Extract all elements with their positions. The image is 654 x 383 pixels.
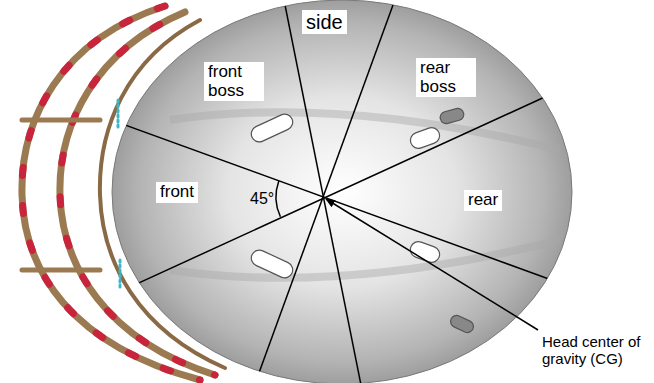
region-label: front boss: [204, 62, 264, 101]
region-label: rear boss: [416, 58, 476, 97]
region-label: rear: [464, 190, 502, 211]
region-label: front: [156, 182, 198, 203]
callout-label: Head center of gravity (CG): [542, 334, 646, 367]
angle-label: 45°: [250, 190, 274, 208]
region-label: side: [302, 10, 347, 34]
